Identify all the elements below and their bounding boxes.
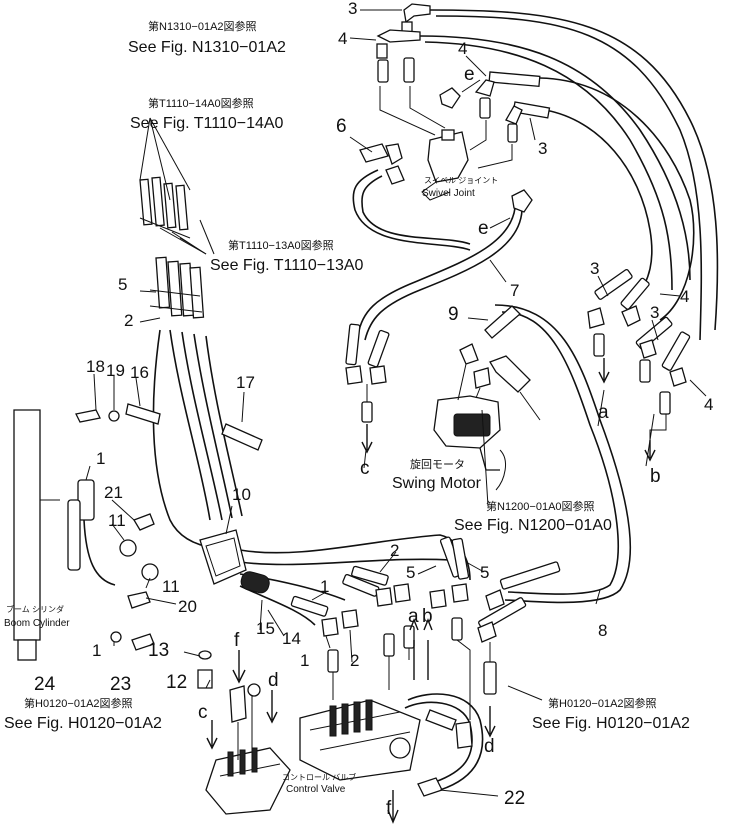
ref-h0120-left-jp: 第H0120−01A2図参照: [24, 696, 133, 710]
callout-1: 1: [320, 577, 329, 596]
callout-1: 1: [96, 449, 105, 468]
callout-c: c: [360, 458, 370, 479]
callout-a: a: [408, 606, 419, 627]
swivel-joint-en: Swivel Joint: [422, 188, 475, 199]
ref-h0120-right-en: See Fig. H0120−01A2: [532, 715, 690, 732]
callout-3: 3: [650, 303, 659, 322]
ref-t1110-14-jp: 第T1110−14A0図参照: [148, 96, 254, 110]
callout-18: 18: [86, 357, 105, 376]
callout-17: 17: [236, 373, 255, 392]
callout-1: 1: [300, 651, 309, 670]
callout-21: 21: [104, 483, 123, 502]
leader-lines: [85, 9, 707, 797]
swing-motor-en: Swing Motor: [392, 475, 482, 492]
callout-5: 5: [118, 275, 127, 294]
callout-6: 6: [336, 116, 347, 137]
callout-22: 22: [504, 788, 525, 809]
ref-n1200-en: See Fig. N1200−01A0: [454, 517, 612, 534]
boom-cylinder-jp: ブーム シリンダ: [6, 604, 64, 614]
callout-f: f: [386, 798, 392, 819]
callout-5: 5: [480, 563, 489, 582]
callout-e: e: [464, 64, 475, 85]
callout-14: 14: [282, 629, 301, 648]
control-valve-en: Control Valve: [286, 784, 346, 795]
callout-d: d: [484, 736, 495, 757]
callout-16: 16: [130, 363, 149, 382]
callout-4: 4: [704, 395, 713, 414]
ref-t1110-13-jp: 第T1110−13A0図参照: [228, 238, 334, 252]
callout-c: c: [198, 702, 208, 723]
callout-f: f: [234, 630, 240, 651]
callout-1: 1: [92, 641, 101, 660]
callout-20: 20: [178, 597, 197, 616]
callout-4: 4: [680, 287, 689, 306]
ref-t1110-13-en: See Fig. T1110−13A0: [210, 257, 364, 274]
swing-motor-jp: 旋回モータ: [410, 457, 465, 471]
callout-b: b: [650, 466, 661, 487]
callout-13: 13: [148, 640, 169, 661]
callout-4: 4: [458, 39, 467, 58]
swivel-joint-jp: スイベル ジョイント: [424, 176, 498, 185]
callout-2: 2: [350, 651, 359, 670]
callout-d: d: [268, 670, 279, 691]
ref-t1110-14-en: See Fig. T1110−14A0: [130, 115, 284, 132]
callout-5: 5: [406, 563, 415, 582]
ref-h0120-left-en: See Fig. H0120−01A2: [4, 715, 162, 732]
right-fittings: [587, 269, 691, 462]
small-parts: [13, 403, 263, 689]
flow-arrows: [206, 650, 399, 824]
control-valve-jp: コントロール バルブ: [282, 772, 356, 782]
callout-2: 2: [390, 541, 399, 560]
boom-cylinder-en: Boom Cylinder: [4, 618, 70, 629]
ref-h0120-right-jp: 第H0120−01A2図参照: [548, 696, 657, 710]
callout-15: 15: [256, 619, 275, 638]
callout-11: 11: [162, 577, 180, 596]
callout-11: 11: [108, 511, 126, 530]
top-fittings: [359, 3, 551, 213]
callout-8: 8: [598, 621, 607, 640]
callout-3: 3: [348, 0, 357, 18]
control-valves: [205, 683, 473, 815]
callout-2: 2: [124, 311, 133, 330]
callout-10: 10: [232, 485, 251, 504]
hose-7-fittings: [345, 323, 390, 454]
ref-n1200-jp: 第N1200−01A0図参照: [486, 499, 595, 513]
callout-e: e: [478, 218, 489, 239]
callout-4: 4: [338, 29, 347, 48]
hose-8-end: [477, 561, 561, 738]
pipe-clamps: [139, 176, 205, 319]
callout-b: b: [422, 606, 433, 627]
callout-12: 12: [166, 672, 187, 693]
ref-n1310-en: See Fig. N1310−01A2: [128, 39, 286, 56]
callout-7: 7: [510, 281, 519, 300]
callout-a: a: [598, 402, 609, 423]
callout-3: 3: [538, 139, 547, 158]
ref-n1310-jp: 第N1310−01A2図参照: [148, 19, 257, 33]
pipe-block-10: [199, 529, 270, 594]
callout-3: 3: [590, 259, 599, 278]
callout-23: 23: [110, 674, 131, 695]
middle-hoses: [290, 536, 471, 720]
callout-24: 24: [34, 674, 56, 695]
callout-9: 9: [448, 304, 459, 325]
callout-19: 19: [106, 361, 125, 380]
